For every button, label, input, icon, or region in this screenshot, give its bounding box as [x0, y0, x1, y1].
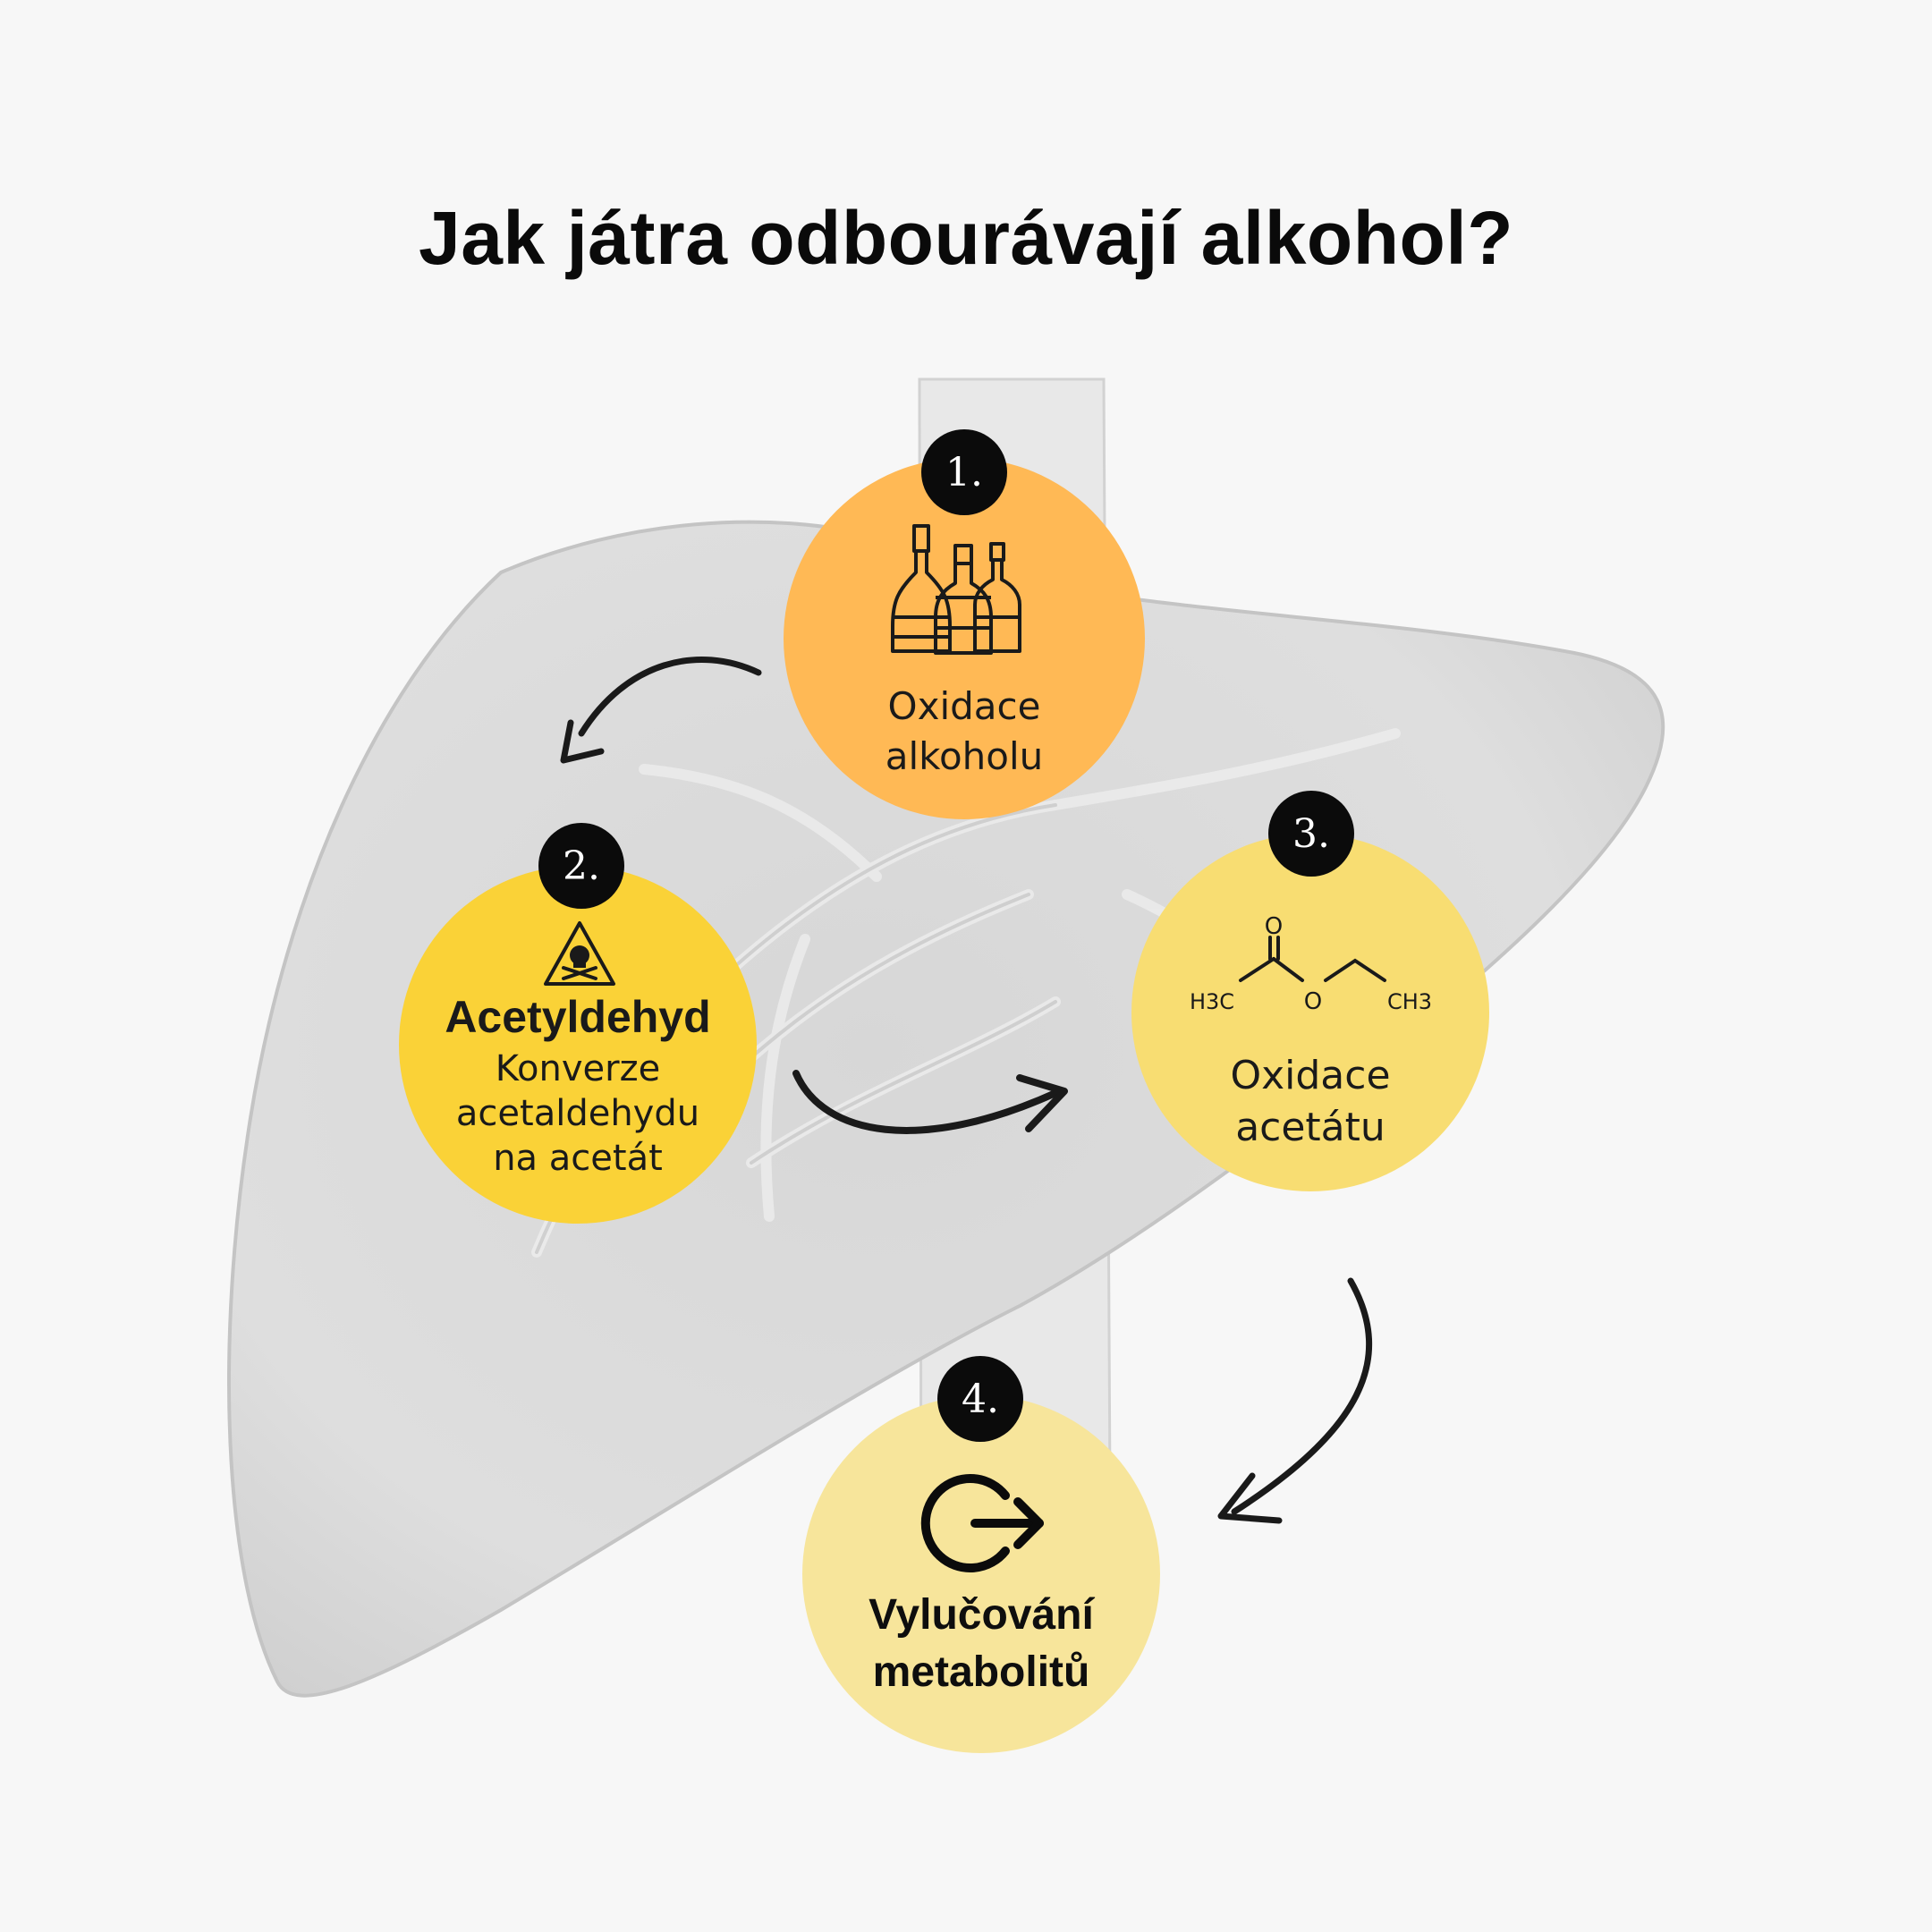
- arrow-2-to-3: [792, 1070, 1068, 1134]
- step-1-line-1: Oxidace: [887, 684, 1041, 728]
- step-2-circle: [399, 866, 757, 1224]
- step-1-label: Oxidace alkoholu: [830, 682, 1098, 782]
- skull-warning-icon: [544, 921, 615, 986]
- step-4-line-2: metabolitů: [872, 1648, 1090, 1696]
- bottles-icon: [891, 524, 1021, 655]
- molecule-left-group: H3C: [1190, 989, 1234, 1014]
- molecule-oxygen-ester: O: [1304, 988, 1322, 1015]
- step-3-label: Oxidace acetátu: [1176, 1050, 1445, 1154]
- logout-arrow-icon: [920, 1474, 1044, 1572]
- step-4-line-1: Vylučování: [869, 1591, 1094, 1639]
- step-3-line-2: acetátu: [1235, 1105, 1385, 1150]
- step-2-line-3: na acetát: [493, 1138, 663, 1179]
- step-2-heading: Acetyldehyd: [445, 992, 711, 1042]
- step-4-label: Vylučování metabolitů: [825, 1587, 1138, 1701]
- step-1-circle: [784, 458, 1145, 819]
- ethyl-acetate-structure-icon: [1239, 936, 1386, 982]
- arrow-1-to-2: [560, 656, 762, 764]
- molecule-right-group: CH3: [1387, 989, 1432, 1014]
- step-4-circle: [802, 1395, 1160, 1753]
- molecule-oxygen-top: O: [1265, 913, 1283, 940]
- step-3-number: 3.: [1268, 791, 1354, 877]
- step-1-number: 1.: [921, 429, 1007, 515]
- page-title: Jak játra odbourávají alkohol?: [418, 196, 1514, 280]
- step-3-line-1: Oxidace: [1230, 1053, 1391, 1098]
- step-2-line-2: acetaldehydu: [455, 1093, 700, 1134]
- step-2-number: 2.: [538, 823, 624, 909]
- step-1-line-2: alkoholu: [885, 734, 1044, 778]
- step-2-label: Acetyldehyd Konverze acetaldehydu na ace…: [399, 987, 757, 1181]
- step-4-number: 4.: [937, 1356, 1023, 1442]
- step-2-line-1: Konverze: [495, 1048, 661, 1089]
- arrow-3-to-4: [1217, 1277, 1373, 1524]
- step-3-circle: [1131, 834, 1489, 1191]
